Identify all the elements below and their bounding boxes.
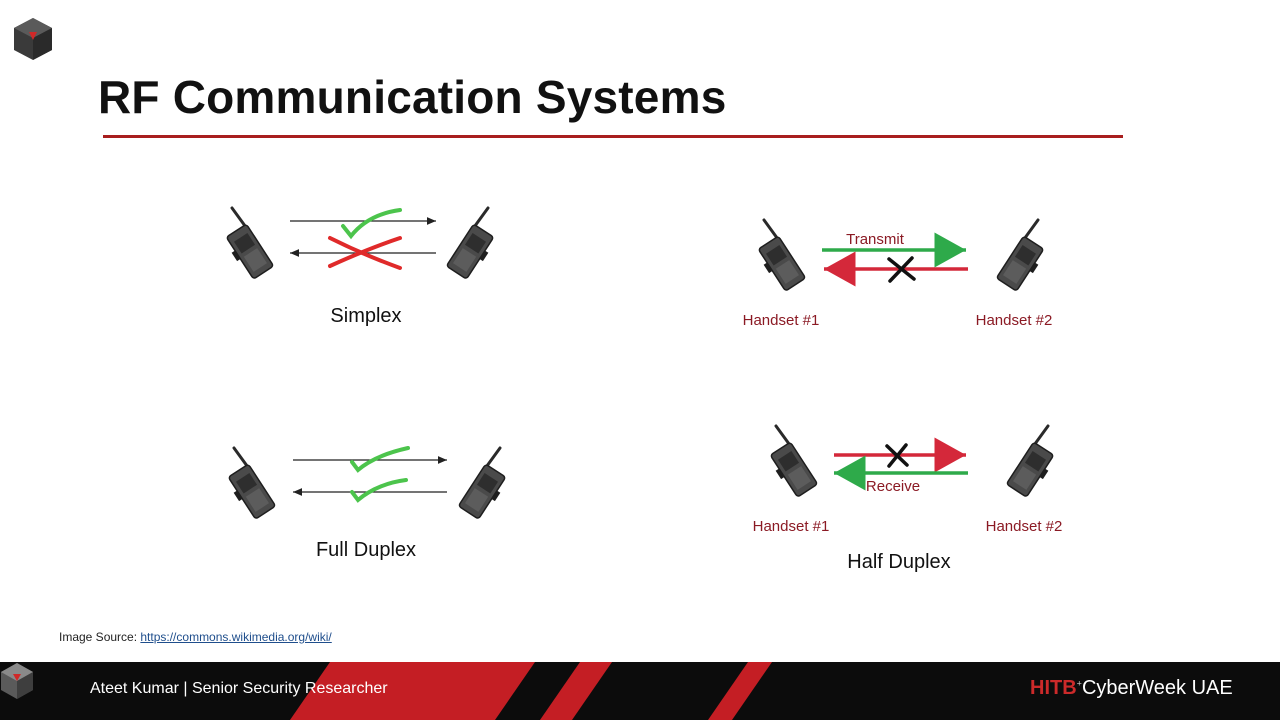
walkie-talkie-icon — [756, 218, 808, 293]
walkie-talkie-icon — [224, 206, 276, 281]
simplex-caption: Simplex — [330, 305, 401, 327]
walkie-talkie-icon — [456, 446, 508, 521]
slide-title: RF Communication Systems — [98, 71, 727, 123]
footer-bar: Ateet Kumar | Senior Security Researcher… — [0, 662, 1280, 720]
transmit-diagram: Transmit Handset #1 Handset #2 — [743, 218, 1053, 329]
simplex-diagram: Simplex — [224, 206, 496, 327]
image-source-link[interactable]: https://commons.wikimedia.org/wiki/ — [140, 630, 332, 644]
handset2-label: Handset #2 — [976, 312, 1053, 329]
walkie-talkie-icon — [444, 206, 496, 281]
footer-stripes — [290, 662, 772, 720]
x-mark-icon — [887, 256, 916, 283]
brand-rest: CyberWeek UAE — [1081, 677, 1233, 699]
check-icon — [341, 208, 402, 240]
presenter-name: Ateet Kumar | Senior Security Researcher — [90, 680, 388, 697]
cross-icon — [328, 236, 402, 270]
x-mark-icon — [885, 443, 909, 468]
image-source-label: Image Source: — [59, 630, 141, 644]
transmit-label: Transmit — [846, 231, 905, 248]
full-duplex-caption: Full Duplex — [316, 539, 416, 561]
brand-hitb: HITB — [1030, 677, 1077, 699]
hitb-cube-logo — [1, 663, 33, 699]
title-underline — [103, 135, 1123, 138]
handset1-label: Handset #1 — [753, 518, 830, 535]
half-duplex-diagram: Receive Handset #1 Handset #2 Half Duple… — [753, 424, 1063, 573]
brand-reg: + — [1076, 678, 1082, 689]
handset2-label: Handset #2 — [986, 518, 1063, 535]
check-icon — [350, 478, 408, 503]
half-duplex-caption: Half Duplex — [847, 551, 950, 573]
check-icon — [350, 446, 410, 473]
receive-label: Receive — [866, 478, 920, 495]
handset1-label: Handset #1 — [743, 312, 820, 329]
hitb-cube-logo — [14, 18, 52, 60]
walkie-talkie-icon — [994, 218, 1046, 293]
image-source: Image Source: https://commons.wikimedia.… — [59, 630, 332, 644]
walkie-talkie-icon — [768, 424, 820, 499]
walkie-talkie-icon — [226, 446, 278, 521]
walkie-talkie-icon — [1004, 424, 1056, 499]
full-duplex-diagram: Full Duplex — [226, 446, 508, 561]
brand-wordmark: HITB+CyberWeek UAE — [1030, 677, 1233, 700]
